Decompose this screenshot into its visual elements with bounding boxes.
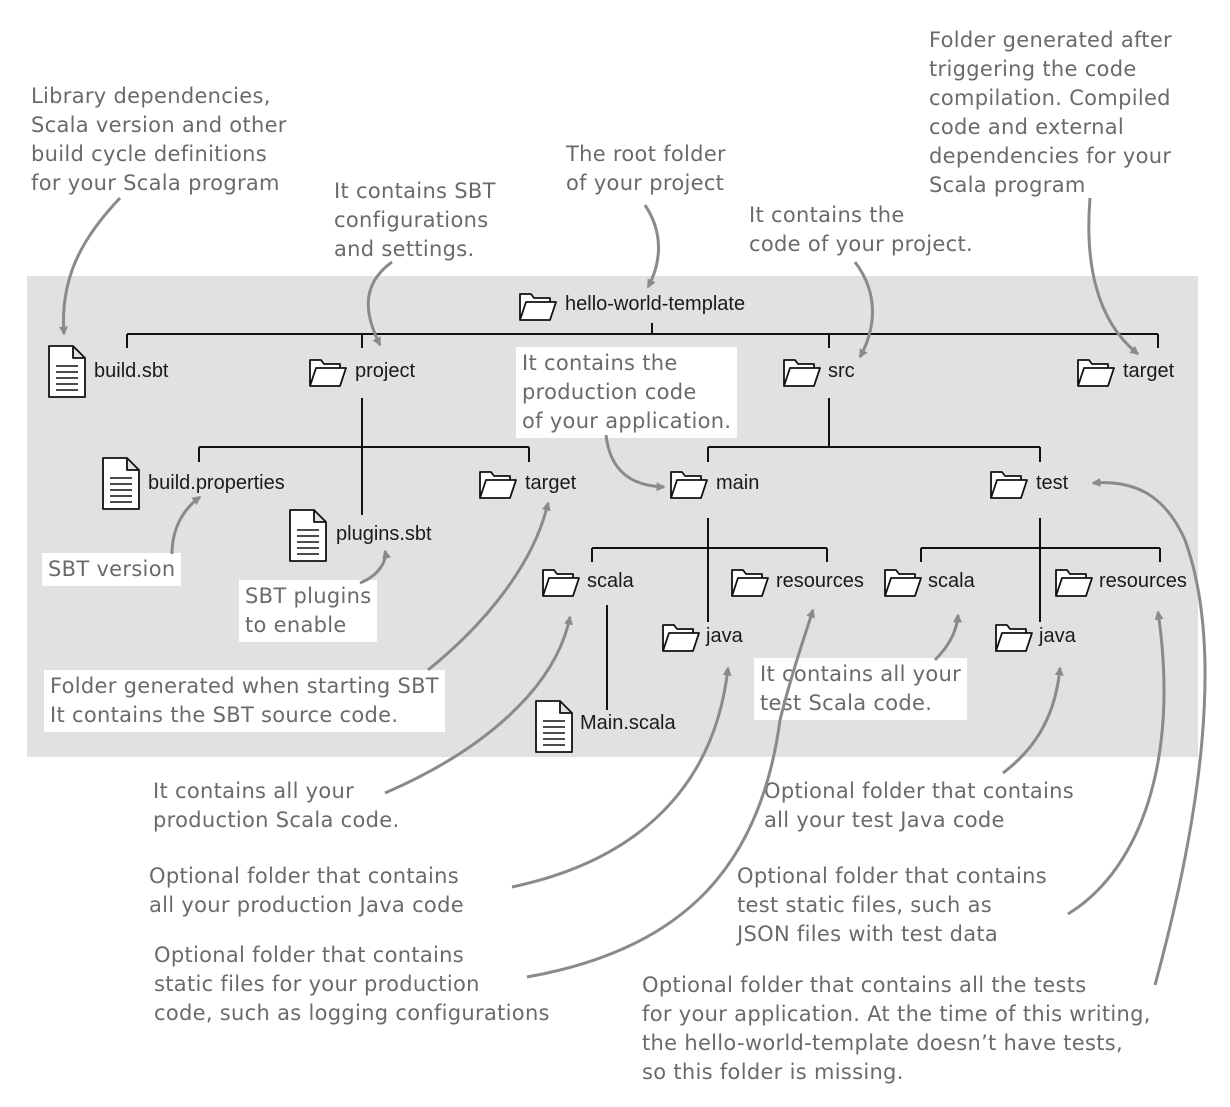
file-icon xyxy=(48,345,86,398)
node-root-target-label: target xyxy=(1123,360,1175,382)
folder-icon xyxy=(519,293,557,321)
folder-icon xyxy=(1077,359,1115,387)
annotation-sbt-source: Folder generated when starting SBT It co… xyxy=(44,670,445,732)
node-test-java-label: java xyxy=(1039,625,1076,647)
folder-icon xyxy=(884,569,922,597)
folder-icon xyxy=(783,359,821,387)
annotation-production-scala: It contains all your production Scala co… xyxy=(153,779,400,832)
arrow-production-java-to-java xyxy=(511,666,732,889)
annotation-sbt-config: It contains SBT configurations and setti… xyxy=(334,179,496,261)
arrow-production-code-to-main xyxy=(604,434,666,492)
folder-icon xyxy=(1055,569,1093,597)
node-test-resources-label: resources xyxy=(1099,570,1187,592)
annotation-sbt-plugins: SBT plugins to enable xyxy=(239,580,378,642)
file-icon xyxy=(535,700,573,753)
arrow-test-scala-code-to-scala xyxy=(933,613,962,662)
arrow-sbt-plugins-to-plugins-sbt xyxy=(359,549,392,585)
annotation-test-java-code: Optional folder that contains all your t… xyxy=(764,779,1075,832)
folder-icon xyxy=(995,624,1033,652)
folder-icon xyxy=(990,471,1028,499)
annotation-production-code: It contains the production code of your … xyxy=(516,347,738,438)
arrow-target-generated-to-target xyxy=(1087,197,1140,356)
node-main-java-label: java xyxy=(706,625,743,647)
annotation-test-static: Optional folder that contains test stati… xyxy=(737,864,1048,946)
node-test-label: test xyxy=(1036,472,1069,494)
node-main-resources-label: resources xyxy=(776,570,864,592)
arrow-root-folder-to-root xyxy=(643,204,660,289)
arrow-test-static-to-resources xyxy=(1067,610,1166,916)
folder-icon xyxy=(731,569,769,597)
node-project-label: project xyxy=(355,360,416,382)
folder-icon xyxy=(670,471,708,499)
folder-icon xyxy=(662,624,700,652)
node-build-sbt-label: build.sbt xyxy=(94,360,169,382)
node-test-scala-label: scala xyxy=(928,570,975,592)
arrow-sbt-version-to-build-properties xyxy=(170,495,202,555)
annotation-root-folder: The root folder of your project xyxy=(566,142,726,195)
arrow-library-to-build-sbt xyxy=(58,196,122,336)
annotation-tests-missing: Optional folder that contains all the te… xyxy=(642,973,1151,1084)
annotation-src-code: It contains the code of your project. xyxy=(749,203,973,256)
arrow-sbt-source-to-target xyxy=(427,501,551,672)
file-icon xyxy=(289,509,327,562)
arrow-src-code-to-src xyxy=(853,261,874,359)
folder-icon xyxy=(479,471,517,499)
node-root-label: hello-world-template xyxy=(565,293,746,315)
arrow-tests-missing-to-test xyxy=(1091,477,1207,986)
annotation-library-dependencies: Library dependencies, Scala version and … xyxy=(31,84,287,195)
annotation-sbt-version: SBT version xyxy=(42,553,182,586)
node-src-label: src xyxy=(828,360,855,382)
node-project-target-label: target xyxy=(525,472,577,494)
node-main-scala-file-label: Main.scala xyxy=(580,712,676,734)
arrow-sbt-config-to-project xyxy=(366,260,393,347)
node-build-properties-label: build.properties xyxy=(148,472,285,494)
node-plugins-sbt-label: plugins.sbt xyxy=(336,523,432,545)
annotation-production-static: Optional folder that contains static fil… xyxy=(154,943,550,1025)
folder-icon xyxy=(542,569,580,597)
file-icon xyxy=(102,457,140,510)
arrow-production-static-to-resources xyxy=(526,608,815,979)
annotation-production-java: Optional folder that contains all your p… xyxy=(149,864,464,917)
arrow-production-scala-to-scala xyxy=(384,615,573,795)
node-main-label: main xyxy=(716,472,760,494)
annotation-target-generated: Folder generated after triggering the co… xyxy=(929,28,1172,197)
arrow-test-java-code-to-java xyxy=(1002,666,1064,775)
node-main-scala-label: scala xyxy=(587,570,634,592)
folder-icon xyxy=(309,359,347,387)
